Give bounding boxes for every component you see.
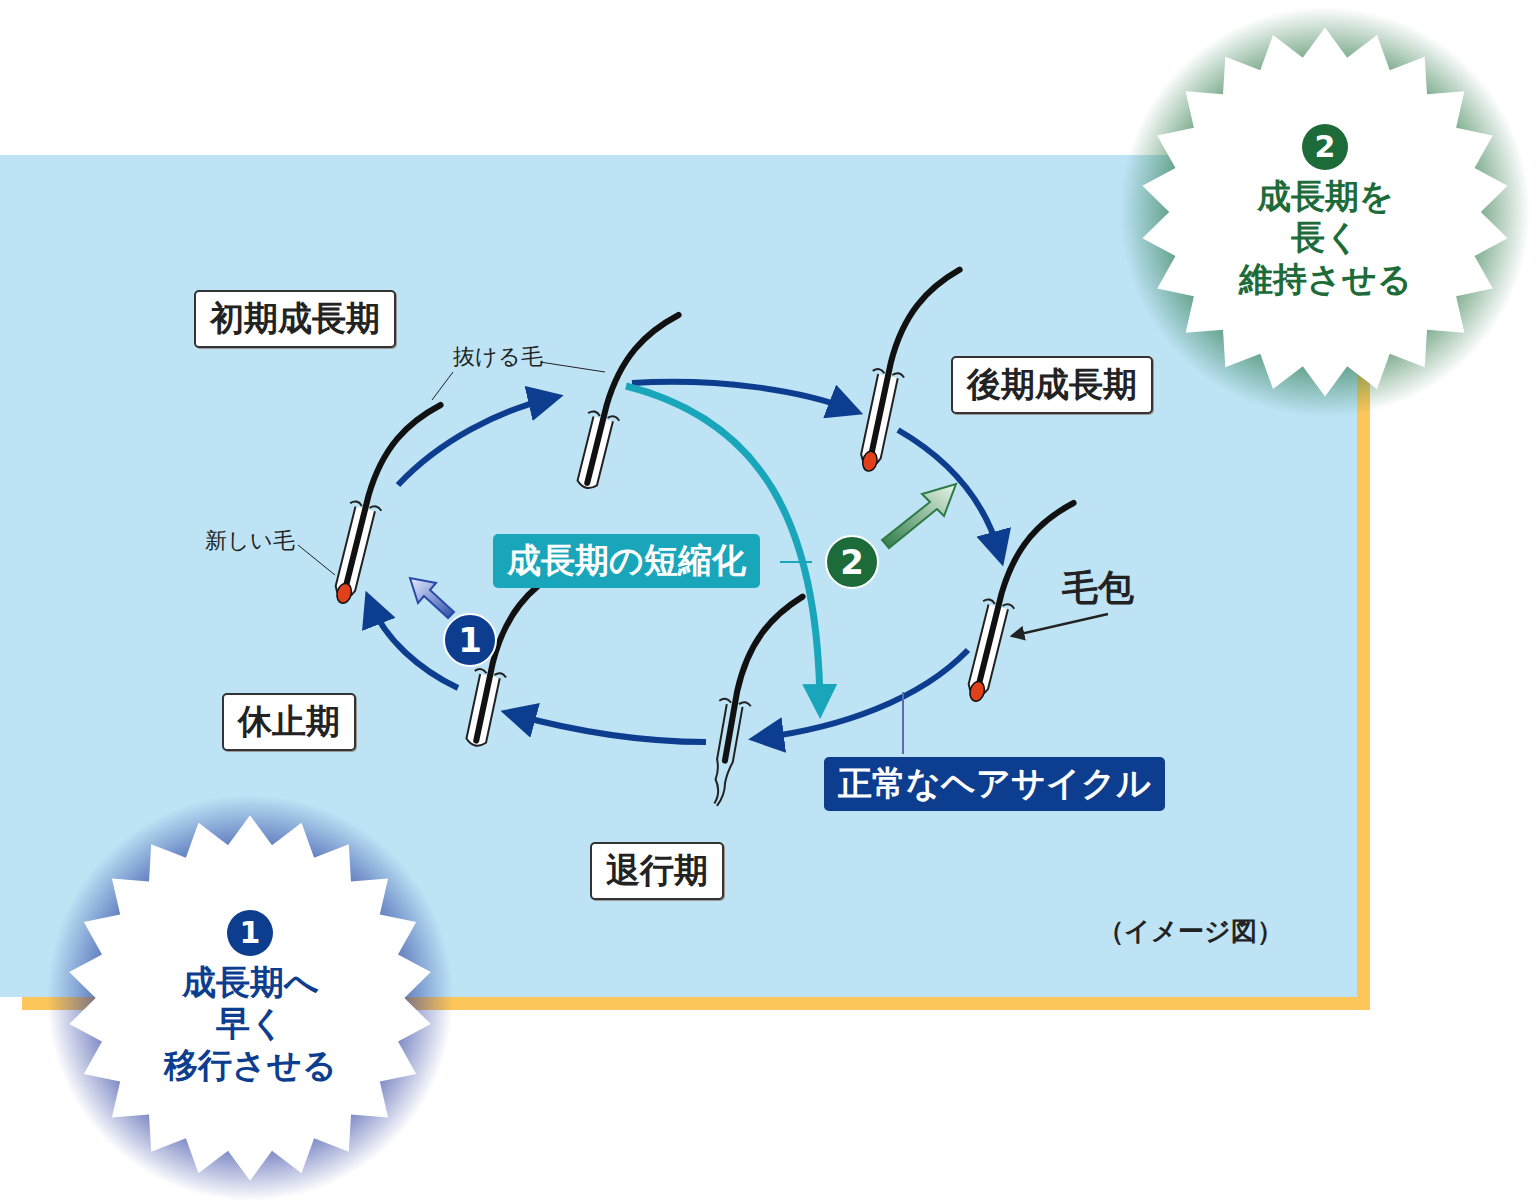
box-text: 後期成長期 — [967, 364, 1137, 404]
starburst-glow — [47, 795, 453, 1201]
hair-follicle — [852, 256, 960, 481]
hair-follicle — [959, 488, 1073, 713]
starburst-glow — [1120, 7, 1530, 417]
starburst-callout: 1 成長期へ 早く 移行させる — [47, 795, 453, 1201]
box-text: 休止期 — [238, 701, 340, 741]
hair-follicle — [701, 585, 802, 814]
starburst-callout: 2 成長期を 長く 維持させる — [1120, 7, 1530, 417]
callout-text: 成長期を 長く 維持させる — [1220, 176, 1430, 300]
callout-text: 成長期へ 早く 移行させる — [145, 962, 355, 1086]
hair-follicle — [326, 390, 440, 615]
note-text: （イメージ図） — [1098, 914, 1283, 949]
stage-box: 後期成長期 — [951, 356, 1153, 414]
part-label: 新しい毛 — [205, 526, 295, 556]
callout-number: 1 — [458, 620, 482, 660]
part-label: 毛包 — [1062, 564, 1134, 613]
cycle-arrows — [370, 382, 1000, 742]
arrow-two — [882, 484, 956, 548]
leader-line — [780, 561, 812, 563]
leader-line — [298, 545, 335, 575]
callout-number: 1 — [227, 910, 273, 956]
leader-line — [902, 692, 904, 754]
stage-box: 休止期 — [222, 693, 356, 751]
box-text: 退行期 — [606, 850, 708, 890]
starburst-star — [69, 815, 431, 1180]
box-text: 成長期の短縮化 — [507, 540, 746, 580]
stage-box: 初期成長期 — [194, 290, 396, 348]
label-box: 成長期の短縮化 — [493, 534, 760, 588]
arrow-one — [410, 578, 454, 618]
hair-follicle — [571, 300, 679, 500]
label-box: 正常なヘアサイクル — [824, 757, 1165, 811]
leader-line — [432, 372, 453, 400]
box-text: 初期成長期 — [210, 298, 380, 338]
box-text: 正常なヘアサイクル — [838, 763, 1151, 803]
leader-line — [540, 362, 605, 372]
part-label: 抜ける毛 — [453, 342, 543, 372]
callout-number: 2 — [1302, 124, 1348, 170]
callout-number: 2 — [840, 542, 864, 582]
stage-box: 退行期 — [590, 842, 724, 900]
callout-circle: 2 — [825, 535, 879, 589]
starburst-star — [1142, 28, 1507, 397]
callout-circle: 1 — [443, 613, 497, 667]
leader-arrow — [1012, 614, 1108, 636]
